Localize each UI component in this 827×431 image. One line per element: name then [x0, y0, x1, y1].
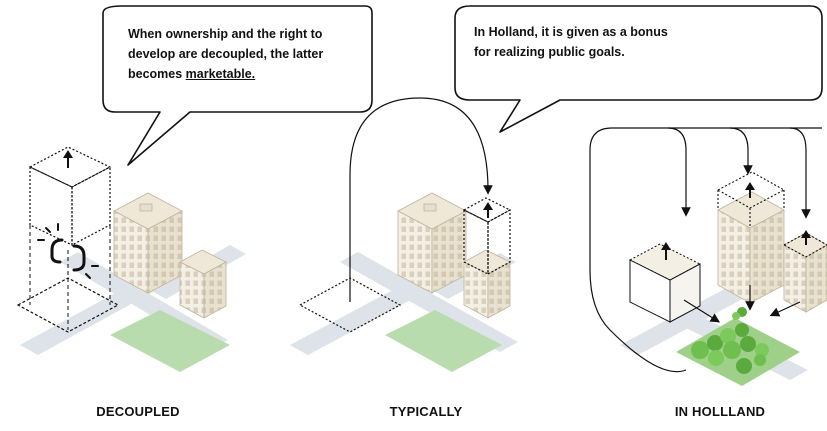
up-arrow-icon — [63, 150, 73, 168]
caption-holland: IN HOLLLAND — [674, 404, 766, 419]
building-tall-3 — [717, 191, 785, 304]
bubble-text-underlined: marketable. — [185, 67, 256, 81]
bubble-line: becomes marketable. — [128, 64, 323, 84]
transfer-loop-3 — [589, 127, 822, 373]
building-low-3 — [628, 243, 702, 323]
park-arrows-3 — [683, 285, 801, 323]
up-arrow-icon — [801, 230, 811, 245]
up-arrow-icon — [745, 182, 755, 198]
up-arrow-icon — [483, 202, 493, 218]
speech-bubble-decoupled — [102, 5, 373, 166]
panel-decoupled — [16, 5, 373, 372]
development-right-box-1 — [28, 146, 112, 246]
caption-typically: TYPICALLY — [389, 404, 463, 419]
building-tall-1 — [113, 192, 183, 294]
panel-holland — [454, 5, 827, 386]
building-tall-2 — [397, 192, 467, 294]
transfer-arc-2 — [349, 97, 493, 302]
building-small-1 — [179, 249, 227, 319]
development-right-box-4 — [782, 232, 827, 258]
development-right-box-3 — [716, 171, 786, 228]
speech-bubble-holland — [454, 5, 823, 133]
lot-outline-2 — [298, 277, 402, 333]
bubble-text-decoupled: When ownership and the right to develop … — [128, 24, 323, 84]
bubble-text-prefix: becomes — [128, 67, 186, 81]
bubble-line: develop are decoupled, the latter — [128, 47, 324, 61]
park-1 — [110, 310, 230, 372]
broken-link-icon — [37, 223, 99, 279]
park-3 — [676, 307, 800, 386]
caption-decoupled: DECOUPLED — [96, 404, 180, 419]
bubble-line: In Holland, it is given as a bonus — [474, 25, 668, 39]
bubble-line: for realizing public goals. — [474, 45, 625, 59]
bubble-text-holland: In Holland, it is given as a bonus for r… — [474, 22, 668, 62]
development-right-box-2 — [462, 197, 512, 276]
up-arrow-icon — [661, 242, 671, 260]
lot-outline-1 — [16, 277, 120, 333]
building-small-2 — [463, 249, 511, 319]
bubble-line: When ownership and the right to — [128, 27, 323, 41]
park-2 — [385, 310, 502, 372]
panel-typically — [290, 97, 518, 372]
transfer-arrows-3 — [667, 127, 811, 219]
